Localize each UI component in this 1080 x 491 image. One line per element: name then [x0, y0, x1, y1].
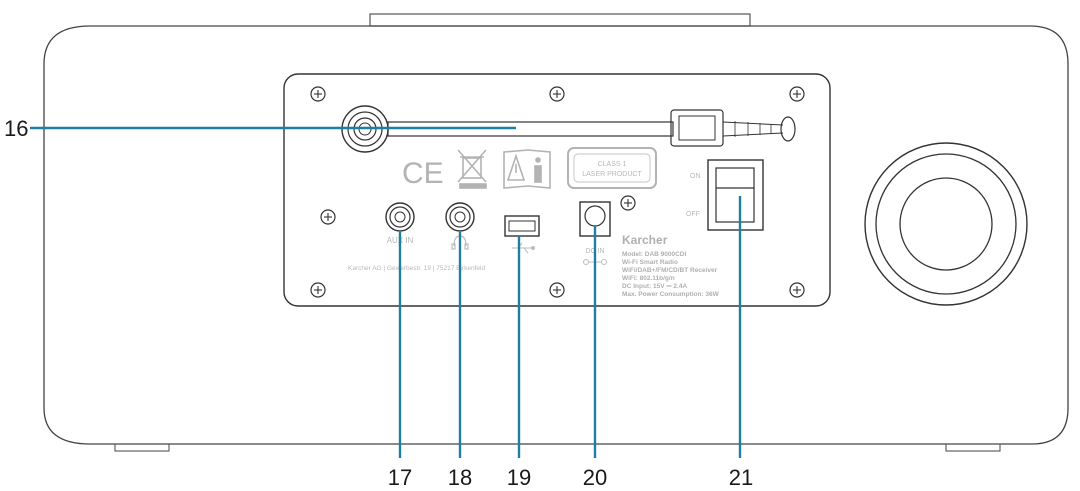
svg-text:CE: CE: [402, 157, 444, 190]
volume-knob[interactable]: [864, 142, 1028, 306]
manufacturer-address: Karcher AG | Gewerbestr. 19 | 75217 Birk…: [348, 265, 485, 272]
usb-icon: [512, 242, 536, 254]
spec-line: Wi-Fi Smart Radio: [622, 259, 678, 266]
laser-label-line1: CLASS 1: [598, 161, 627, 168]
ce-mark: CE: [402, 157, 444, 190]
laser-class-label: CLASS 1 LASER PRODUCT: [567, 147, 657, 189]
callout-21: 21: [729, 465, 753, 490]
screws: [310, 86, 805, 298]
switch-off-label: OFF: [686, 211, 700, 218]
leader-lines: [30, 126, 742, 458]
weee-bin-icon: [457, 149, 487, 189]
laser-label-line2: LASER PRODUCT: [582, 171, 642, 178]
screw-icon: [549, 282, 565, 298]
power-switch[interactable]: ON OFF: [686, 159, 764, 231]
callout-19: 19: [507, 465, 531, 490]
headphone-jack[interactable]: [445, 202, 475, 250]
foot-left: [114, 443, 170, 452]
top-handle: [369, 13, 751, 27]
callout-20: 20: [583, 465, 607, 490]
screw-icon: [549, 86, 565, 102]
spec-line: WiFi: 802.11b/g/n: [622, 275, 675, 282]
usb-port[interactable]: [504, 215, 540, 254]
screw-icon: [789, 282, 805, 298]
spec-line: WiFi/DAB+/FM/CD/BT Receiver: [622, 267, 718, 274]
switch-on-label: ON: [690, 173, 701, 180]
callout-17: 17: [388, 465, 412, 490]
spec-line: Max. Power Consumption: 36W: [622, 291, 720, 298]
rear-panel-plate: [283, 73, 831, 307]
foot-right: [945, 443, 1001, 452]
screw-icon: [620, 195, 636, 211]
screw-icon: [789, 86, 805, 102]
screw-icon: [310, 86, 326, 102]
device-housing: [43, 25, 1069, 445]
screw-icon: [320, 209, 336, 225]
manual-warning-icon: [503, 149, 551, 189]
brand-logo: Karcher: [622, 233, 668, 247]
callout-18: 18: [448, 465, 472, 490]
callout-16: 16: [4, 116, 28, 141]
spec-line: Model: DAB 9000CDI: [622, 251, 686, 258]
screw-icon: [310, 282, 326, 298]
spec-line: DC Input: 15V ⎓ 2.4A: [622, 283, 687, 290]
